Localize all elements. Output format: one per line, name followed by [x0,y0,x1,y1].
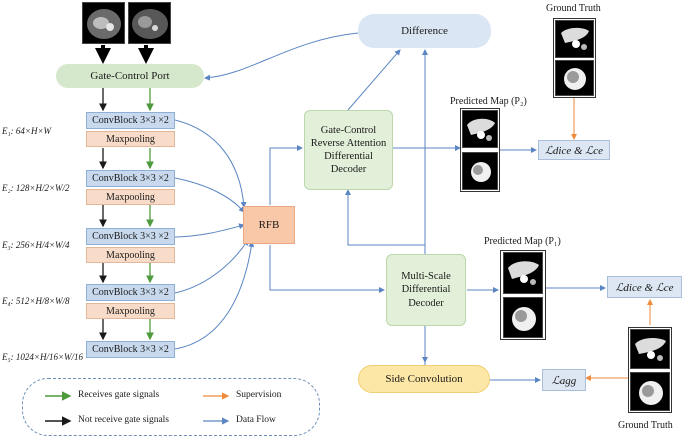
conv-block-1: ConvBlock 3×3 ×2 [86,112,175,129]
predicted-map-p1 [500,250,546,340]
legend-not-receive-gate: Not receive gate signals [78,415,170,425]
gate-control-port-label: Gate-Control Port [90,70,170,82]
conv-block-label: ConvBlock 3×3 ×2 [92,231,169,242]
gate-control-decoder-label: Gate-Control Reverse Attention Different… [310,124,387,176]
p1-liver-image [503,252,543,294]
ground-truth-top [553,18,596,98]
maxpool-1: Maxpooling [86,131,175,147]
side-convolution: Side Convolution [358,365,490,393]
encoder-dim-e5: E₅: 1024×H/16×W/16 [2,352,84,362]
p2-liver-image [462,110,498,148]
conv-block-5: ConvBlock 3×3 ×2 [86,341,175,358]
gt-bottom-tumor-image [630,372,670,411]
loss-agg: ℒagg [542,369,586,391]
rfb-label: RFB [258,219,280,231]
input-image-ct [82,2,125,44]
conv-block-label: ConvBlock 3×3 ×2 [92,287,169,298]
conv-block-label: ConvBlock 3×3 ×2 [92,344,169,355]
conv-block-2: ConvBlock 3×3 ×2 [86,170,175,187]
conv-block-label: ConvBlock 3×3 ×2 [92,173,169,184]
difference-node: Difference [358,14,491,48]
maxpool-3: Maxpooling [86,247,175,263]
side-convolution-label: Side Convolution [385,373,463,385]
multi-scale-decoder: Multi-Scale Differential Decoder [386,254,466,326]
ground-truth-bottom-title: Ground Truth [618,420,673,431]
conv-block-4: ConvBlock 3×3 ×2 [86,284,175,301]
input-image-mri [128,2,171,44]
loss-dice-ce-top: ℒdice & ℒce [538,140,610,160]
predicted-map-p2-title: Predicted Map (P₂) [450,96,527,107]
gt-top-liver-image [555,20,594,58]
loss-dice-ce-top-label: ℒdice & ℒce [545,144,603,157]
p2-tumor-image [462,152,498,190]
encoder-dim-e2: E₂: 128×H/2×W/2 [2,183,70,193]
loss-dice-ce-middle: ℒdice & ℒce [607,276,682,298]
legend-data-flow: Data Flow [236,415,276,425]
maxpool-label: Maxpooling [106,305,155,317]
ground-truth-top-title: Ground Truth [546,3,601,14]
ground-truth-bottom [628,327,672,413]
multi-scale-decoder-label: Multi-Scale Differential Decoder [401,271,451,309]
legend-box [22,378,320,436]
encoder-dim-e3: E₃: 256×H/4×W/4 [2,240,70,250]
gate-control-decoder: Gate-Control Reverse Attention Different… [304,110,393,190]
conv-block-label: ConvBlock 3×3 ×2 [92,115,169,126]
difference-label: Difference [401,25,448,37]
gt-top-tumor-image [555,60,594,96]
predicted-map-p2 [460,108,500,192]
legend-receives-gate: Receives gate signals [78,390,160,400]
legend-supervision: Supervision [236,390,282,400]
encoder-dim-e4: E₄: 512×H/8×W/8 [2,296,70,306]
gate-control-port: Gate-Control Port [56,64,204,88]
maxpool-label: Maxpooling [106,133,155,145]
p1-tumor-image [503,297,543,338]
encoder-dim-e1: E₁: 64×H×W [2,126,52,136]
predicted-map-p1-title: Predicted Map (P₁) [484,236,561,247]
loss-agg-label: ℒagg [551,374,577,387]
conv-block-3: ConvBlock 3×3 ×2 [86,228,175,245]
maxpool-label: Maxpooling [106,249,155,261]
loss-dice-ce-middle-label: ℒdice & ℒce [615,281,674,294]
maxpool-4: Maxpooling [86,303,175,319]
maxpool-label: Maxpooling [106,191,155,203]
gt-bottom-liver-image [630,329,670,369]
rfb-block: RFB [243,206,295,244]
maxpool-2: Maxpooling [86,189,175,205]
